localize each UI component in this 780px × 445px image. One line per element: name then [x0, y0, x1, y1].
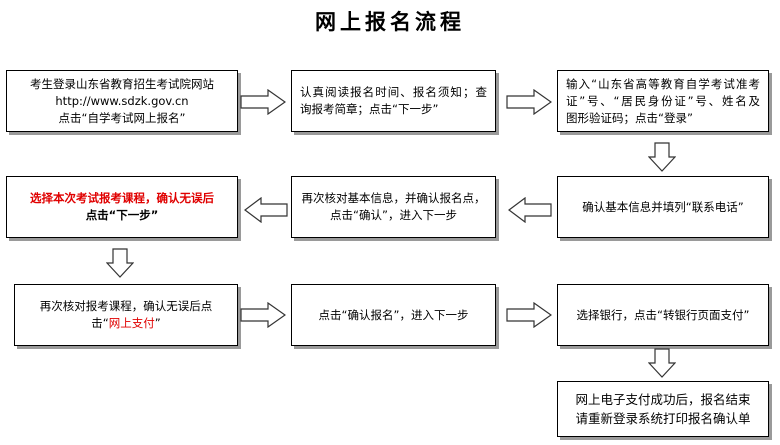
step-7-line-1: 再次核对报考课程，确认无误后点 — [39, 299, 213, 313]
left-arrow-icon — [244, 197, 288, 223]
right-arrow-icon — [240, 302, 286, 328]
down-arrow-icon — [106, 248, 134, 278]
step-7-line-2-post: ” — [154, 316, 161, 330]
right-arrow-icon — [506, 302, 552, 328]
down-arrow-icon — [648, 142, 676, 172]
right-arrow-icon — [506, 89, 552, 115]
step-1-line-1: 考生登录山东省教育招生考试院网站 — [30, 76, 214, 91]
step-7-line-2-pre: 击“ — [91, 316, 109, 330]
step-4-line-1: 确认基本信息并填列“联系电话” — [582, 199, 744, 214]
step-7-line-2: 击“网上支付” — [23, 315, 229, 332]
step-10-line-1: 网上电子支付成功后，报名结束 — [575, 392, 751, 407]
down-arrow-icon — [648, 348, 676, 378]
left-arrow-icon — [508, 197, 552, 223]
step-8-confirm-registration-box: 点击“确认报名”，进入下一步 — [291, 284, 496, 346]
step-5-line-1: 再次核对基本信息，并确认报名点， — [301, 191, 486, 205]
step-8-line-1: 点击“确认报名”，进入下一步 — [318, 307, 469, 322]
step-10-line-2: 请重新登录系统打印报名确认单 — [575, 411, 751, 426]
step-5-verify-info-box: 再次核对基本信息，并确认报名点， 点击“确认”，进入下一步 — [291, 176, 496, 238]
step-2-line-2: 询报考简章；点击“下一步” — [300, 102, 439, 116]
step-3-line-2: 证”号、“居民身份证”号、姓名及 — [566, 93, 760, 108]
step-6-select-courses-box: 选择本次考试报考课程，确认无误后 点击“下一步” — [6, 176, 238, 238]
step-5-line-2: 点击“确认”，进入下一步 — [330, 208, 457, 222]
step-4-confirm-phone-box: 确认基本信息并填列“联系电话” — [557, 176, 769, 238]
step-9-line-1: 选择银行，点击“转银行页面支付” — [576, 307, 750, 322]
step-3-enter-credentials-box: 输入“山东省高等教育自学考试准考 证”号、“居民身份证”号、姓名及 图形验证码；… — [557, 70, 769, 132]
step-6-line-2: 点击“下一步” — [85, 208, 159, 222]
step-3-line-1: 输入“山东省高等教育自学考试准考 — [566, 76, 760, 91]
step-2-read-notice-box: 认真阅读报名时间、报名须知；查 询报考简章；点击“下一步” — [291, 70, 496, 132]
right-arrow-icon — [240, 89, 286, 115]
step-9-select-bank-box: 选择银行，点击“转银行页面支付” — [557, 284, 769, 346]
step-1-line-3: 点击“自学考试网上报名” — [58, 110, 186, 125]
step-2-line-1: 认真阅读报名时间、报名须知；查 — [300, 85, 487, 99]
page-title: 网上报名流程 — [315, 9, 465, 34]
step-7-review-courses-box: 再次核对报考课程，确认无误后点 击“网上支付” — [14, 284, 238, 346]
step-3-line-3: 图形验证码；点击“登录” — [566, 110, 693, 125]
step-6-line-1: 选择本次考试报考课程，确认无误后 — [30, 191, 214, 205]
step-1-url: http://www.sdzk.gov.cn — [55, 93, 189, 108]
step-1-login-box: 考生登录山东省教育招生考试院网站 http://www.sdzk.gov.cn … — [6, 70, 238, 132]
step-10-print-confirmation-box: 网上电子支付成功后，报名结束 请重新登录系统打印报名确认单 — [557, 381, 769, 437]
step-7-online-pay-text: 网上支付 — [108, 316, 155, 330]
